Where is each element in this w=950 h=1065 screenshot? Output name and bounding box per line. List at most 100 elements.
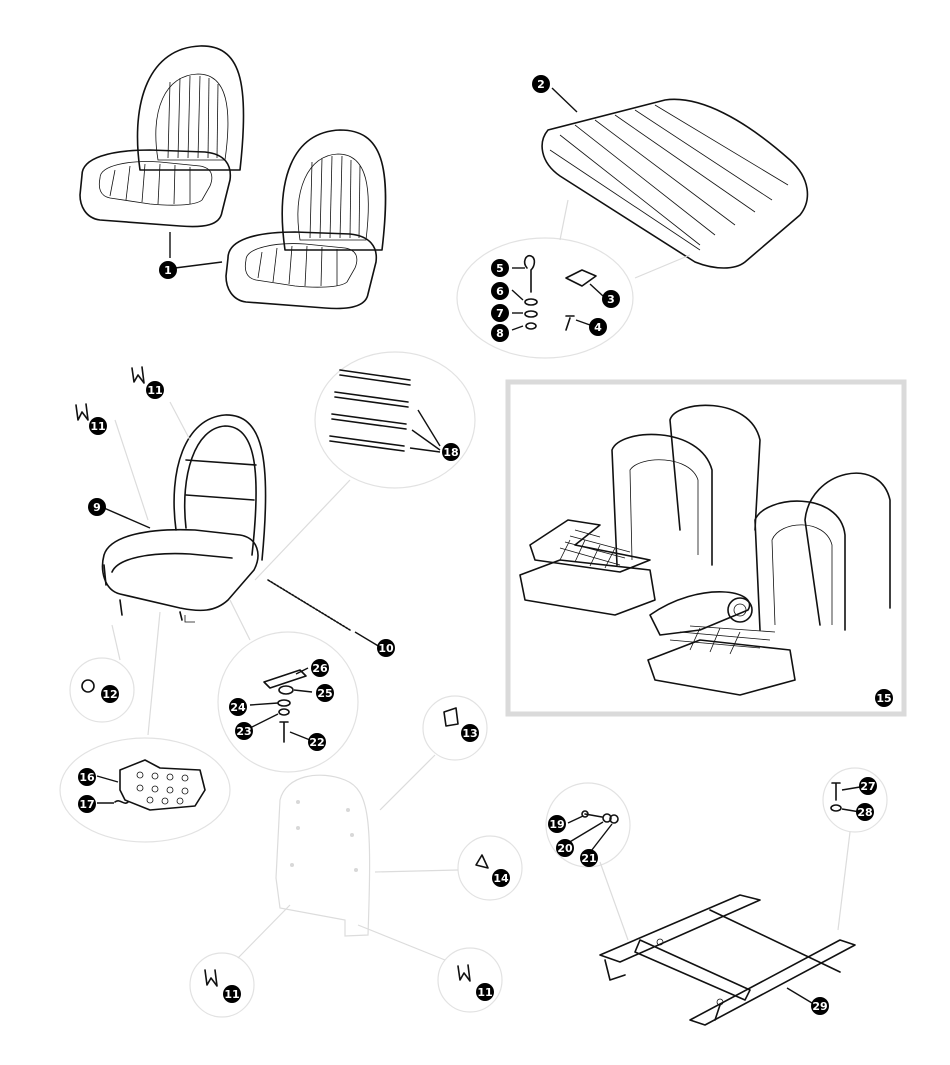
seat-runners-29	[599, 894, 856, 1026]
callout-label: 10	[378, 642, 394, 655]
callout-label: 24	[230, 701, 246, 714]
callout-20: 20	[556, 839, 574, 857]
seat-diaphragm-16	[114, 759, 206, 811]
callout-label: 21	[581, 852, 596, 865]
callout-marker	[377, 639, 395, 657]
clip-11-top-left	[75, 403, 89, 421]
callout-marker	[308, 733, 326, 751]
callout-3: 3	[602, 290, 620, 308]
callout-label: 19	[549, 818, 564, 831]
callout-marker	[89, 417, 107, 435]
callout-10: 10	[377, 639, 395, 657]
callout-21: 21	[580, 849, 598, 867]
callout-marker	[159, 261, 177, 279]
callout-marker	[856, 803, 874, 821]
clip-11-bottom-left	[204, 969, 218, 987]
spring-clips-18	[329, 369, 411, 452]
callout-1: 1	[159, 261, 177, 279]
callout-marker	[101, 685, 119, 703]
callout-label: 4	[594, 321, 602, 334]
callout-marker	[580, 849, 598, 867]
callout-marker	[875, 689, 893, 707]
callout-label: 22	[309, 736, 324, 749]
callout-label: 16	[79, 771, 95, 784]
callout-15: 15	[875, 689, 893, 707]
callout-marker	[491, 282, 509, 300]
callout-17: 17	[78, 795, 96, 813]
callout-marker	[602, 290, 620, 308]
callout-label: 6	[496, 285, 504, 298]
callout-6: 6	[491, 282, 509, 300]
callout-label: 12	[102, 688, 117, 701]
callout-label: 17	[79, 798, 94, 811]
callout-7: 7	[491, 304, 509, 322]
callout-label: 20	[557, 842, 573, 855]
upholstery-kit-15	[519, 404, 891, 696]
callout-11: 11	[223, 985, 241, 1003]
callout-18: 18	[442, 443, 460, 461]
leader-line	[174, 261, 223, 269]
callout-marker	[235, 722, 253, 740]
callout-label: 1	[164, 264, 172, 277]
callout-marker	[589, 318, 607, 336]
callout-marker	[491, 304, 509, 322]
callout-label: 3	[607, 293, 615, 306]
callout-22: 22	[308, 733, 326, 751]
clip-11-bottom-right	[457, 964, 471, 982]
callout-marker	[442, 443, 460, 461]
callout-14: 14	[492, 869, 510, 887]
callout-label: 29	[812, 1000, 827, 1013]
coil-spring	[267, 579, 351, 631]
grommet-12	[81, 679, 95, 693]
callout-marker	[78, 795, 96, 813]
callout-8: 8	[491, 324, 509, 342]
upholstery-kit-panel	[505, 379, 907, 717]
callout-11: 11	[476, 983, 494, 1001]
callout-12: 12	[101, 685, 119, 703]
callout-label: 23	[236, 725, 251, 738]
clip-13	[443, 707, 459, 727]
callout-marker	[491, 324, 509, 342]
callout-4: 4	[589, 318, 607, 336]
callout-label: 11	[477, 986, 492, 999]
callout-marker	[532, 75, 550, 93]
callout-25: 25	[316, 684, 334, 702]
callout-label: 11	[224, 988, 239, 1001]
callout-label: 18	[443, 446, 458, 459]
callout-label: 7	[496, 307, 504, 320]
callout-label: 11	[90, 420, 105, 433]
callout-marker	[491, 259, 509, 277]
callout-marker	[476, 983, 494, 1001]
clip-14	[475, 854, 489, 869]
callout-29: 29	[811, 997, 829, 1015]
callout-marker	[316, 684, 334, 702]
rear-seat-cushion	[541, 98, 809, 269]
callout-label: 11	[147, 384, 162, 397]
callout-23: 23	[235, 722, 253, 740]
clip-11-top	[131, 366, 145, 384]
callout-marker	[223, 985, 241, 1003]
callout-24: 24	[229, 698, 247, 716]
callout-label: 15	[876, 692, 891, 705]
callout-marker	[311, 659, 329, 677]
callout-marker	[229, 698, 247, 716]
seat-frame	[101, 414, 267, 623]
seat-back-panel	[275, 774, 371, 937]
callout-label: 14	[493, 872, 509, 885]
callout-13: 13	[461, 724, 479, 742]
callout-27: 27	[859, 777, 877, 795]
callout-9: 9	[88, 498, 106, 516]
callout-label: 2	[537, 78, 545, 91]
callout-label: 28	[857, 806, 872, 819]
callout-label: 5	[496, 262, 504, 275]
callout-label: 8	[496, 327, 504, 340]
callout-marker	[146, 381, 164, 399]
callout-5: 5	[491, 259, 509, 277]
bolt-set-27-28	[830, 782, 842, 812]
callout-11: 11	[89, 417, 107, 435]
callout-28: 28	[856, 803, 874, 821]
callout-label: 9	[93, 501, 101, 514]
callout-2: 2	[532, 75, 550, 93]
